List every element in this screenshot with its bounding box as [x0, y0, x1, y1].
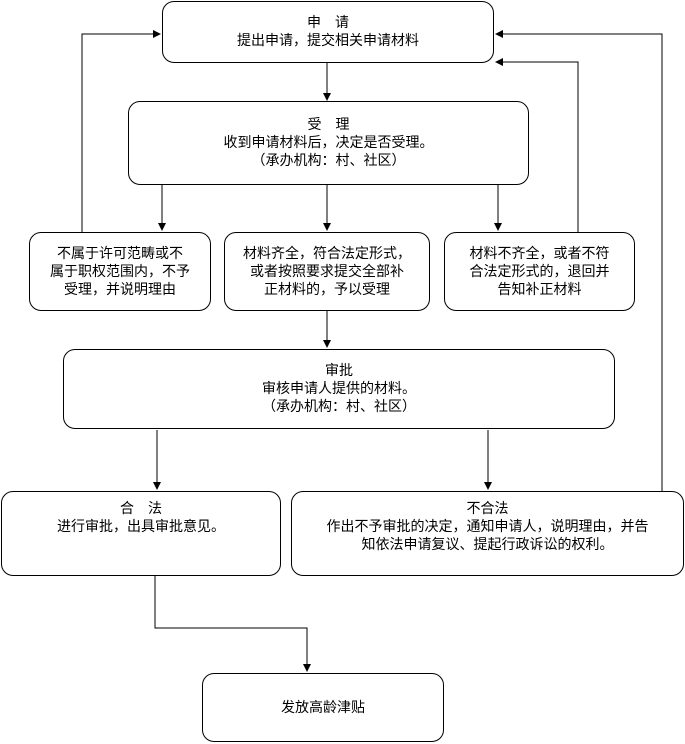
arrow-illegal-back-to-apply: [495, 30, 663, 491]
arrow-incomplete-back-to-apply: [495, 58, 579, 232]
node-legal: 合 法 进行审批，出具审批意见。: [1, 491, 281, 576]
node-legal-text: 进行审批，出具审批意见。: [57, 519, 225, 535]
node-illegal-title: 不合法: [466, 501, 509, 517]
node-accept-text: 收到申请材料后，决定是否受理。: [223, 135, 434, 151]
node-subsidy: 发放高龄津贴: [202, 673, 444, 742]
node-legal-title: 合 法: [120, 501, 162, 517]
node-review-text: 审核申请人提供的材料。: [262, 381, 416, 397]
node-reject-line: 属于职权范围内，不予: [50, 263, 190, 280]
node-apply: 申 请 提出申请，提交相关申请材料: [162, 1, 494, 63]
node-incomplete-line: 合法定形式的，退回并: [469, 263, 610, 280]
node-accept-agency: （承办机构：村、社区）: [251, 153, 406, 169]
node-accepted-line: 材料齐全，符合法定形式，: [243, 245, 411, 262]
node-accepted-line: 正材料的，予以受理: [264, 281, 390, 298]
node-reject-line: 受理，并说明理由: [64, 281, 176, 298]
node-review: 审批 审核申请人提供的材料。 （承办机构：村、社区）: [63, 349, 615, 429]
node-illegal: 不合法 作出不予审批的决定，通知申请人，说明理由，并告 知依法申请复议、提起行政…: [291, 491, 684, 576]
node-accept: 受 理 收到申请材料后，决定是否受理。 （承办机构：村、社区）: [128, 101, 529, 185]
node-incomplete: 材料不齐全，或者不符 合法定形式的，退回并 告知补正材料: [444, 232, 635, 311]
node-accepted: 材料齐全，符合法定形式， 或者按照要求提交全部补 正材料的，予以受理: [224, 232, 430, 311]
arrow-legal-to-subsidy: [154, 576, 311, 672]
node-accept-title: 受 理: [307, 117, 350, 133]
node-review-agency: （承办机构：村、社区）: [262, 399, 416, 415]
node-reject: 不属于许可范畴或不 属于职权范围内，不予 受理，并说明理由: [29, 232, 211, 311]
node-incomplete-line: 告知补正材料: [497, 281, 582, 298]
node-accepted-line: 或者按照要求提交全部补: [250, 263, 404, 280]
node-apply-text: 提出申请，提交相关申请材料: [237, 33, 419, 49]
node-apply-title: 申 请: [307, 15, 349, 31]
node-reject-line: 不属于许可范畴或不: [57, 245, 183, 262]
node-illegal-text: 作出不予审批的决定，通知申请人，说明理由，并告: [326, 519, 649, 535]
node-incomplete-line: 材料不齐全，或者不符: [469, 245, 610, 262]
node-subsidy-text: 发放高龄津贴: [281, 699, 365, 716]
node-review-title: 审批: [325, 363, 353, 379]
arrow-reject-back-to-apply: [81, 30, 161, 232]
node-illegal-text: 知依法申请复议、提起行政诉讼的权利。: [361, 537, 614, 553]
